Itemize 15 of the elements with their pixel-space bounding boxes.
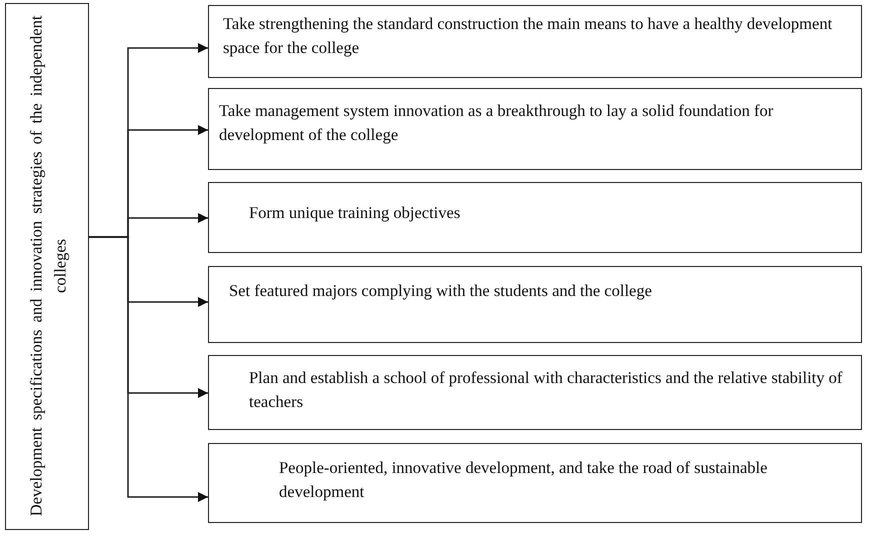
arrow	[89, 236, 208, 502]
strategy-box	[208, 182, 862, 253]
strategy-text: Take management system innovation as a breakthrough to lay a solid foundation for development of the college	[219, 100, 774, 146]
strategy-box	[208, 5, 862, 78]
strategy-text: Set featured majors complying with the students and the college	[229, 280, 653, 302]
strategy-box	[208, 443, 862, 523]
strategy-text: Form unique training objectives	[249, 202, 462, 224]
strategy-box	[208, 266, 862, 343]
strategy-text: People-oriented, innovative development, and take the road of sustainable development	[279, 457, 768, 503]
strategy-box	[208, 88, 862, 170]
strategy-text: Plan and establish a school of professional with characteristics and the relative stability of teachers	[249, 367, 844, 413]
strategy-text: Take strengthening the standard construction the main means to have a healthy development space for the college	[223, 13, 834, 59]
category-box	[5, 3, 89, 530]
strategy-box	[208, 355, 862, 430]
category-text: Development specifications and innovation strategies of the independent colleges	[25, 14, 70, 518]
